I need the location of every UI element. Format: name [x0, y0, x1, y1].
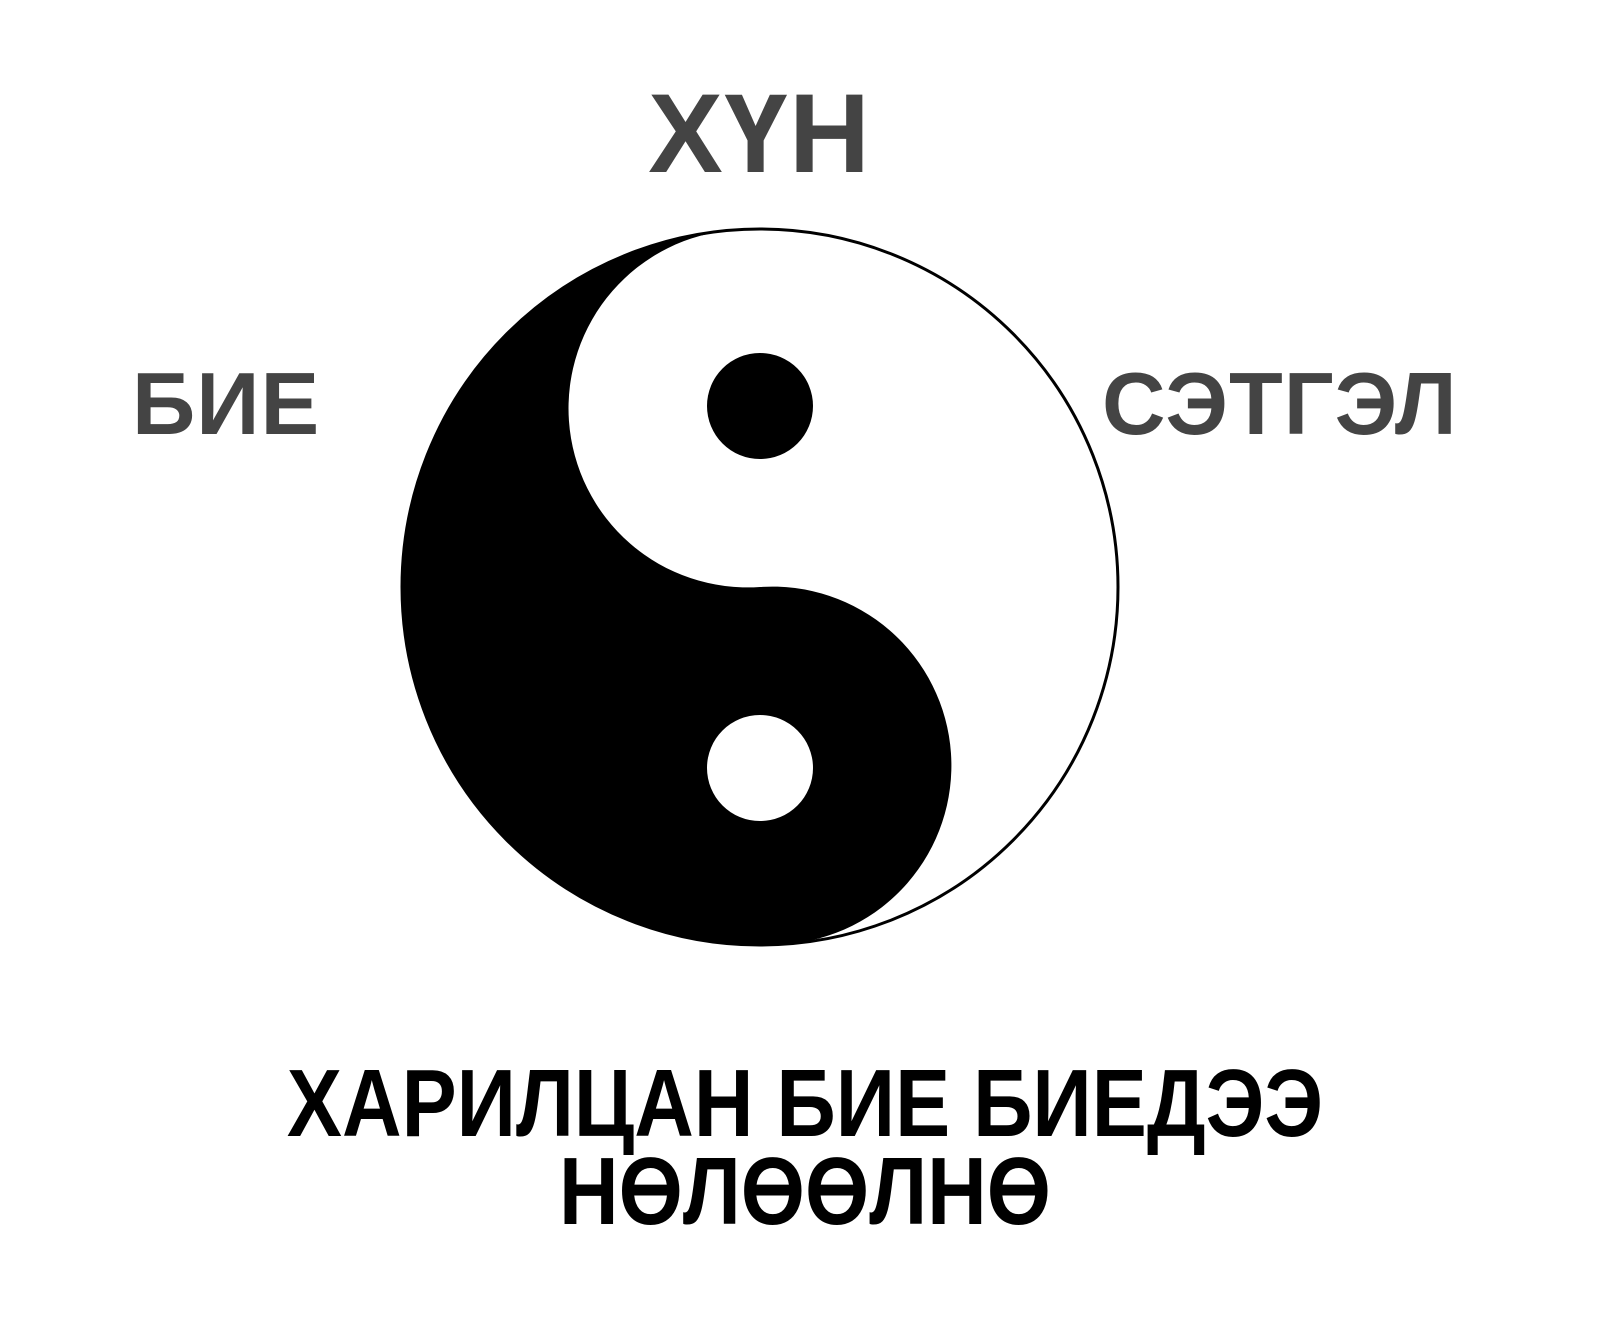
label-body: БИЕ	[132, 354, 321, 453]
caption-line-2: НӨЛӨӨЛНӨ	[559, 1138, 1051, 1245]
caption: ХАРИЛЦАН БИЕ БИЕДЭЭ НӨЛӨӨЛНӨ	[113, 1050, 1498, 1245]
label-mind: СЭТГЭЛ	[1102, 354, 1458, 453]
caption-line-1: ХАРИЛЦАН БИЕ БИЕДЭЭ	[286, 1050, 1324, 1157]
yin-dot	[707, 353, 813, 459]
yang-dot	[707, 715, 813, 821]
label-human: ХҮН	[648, 71, 872, 196]
yin-region	[402, 229, 952, 945]
